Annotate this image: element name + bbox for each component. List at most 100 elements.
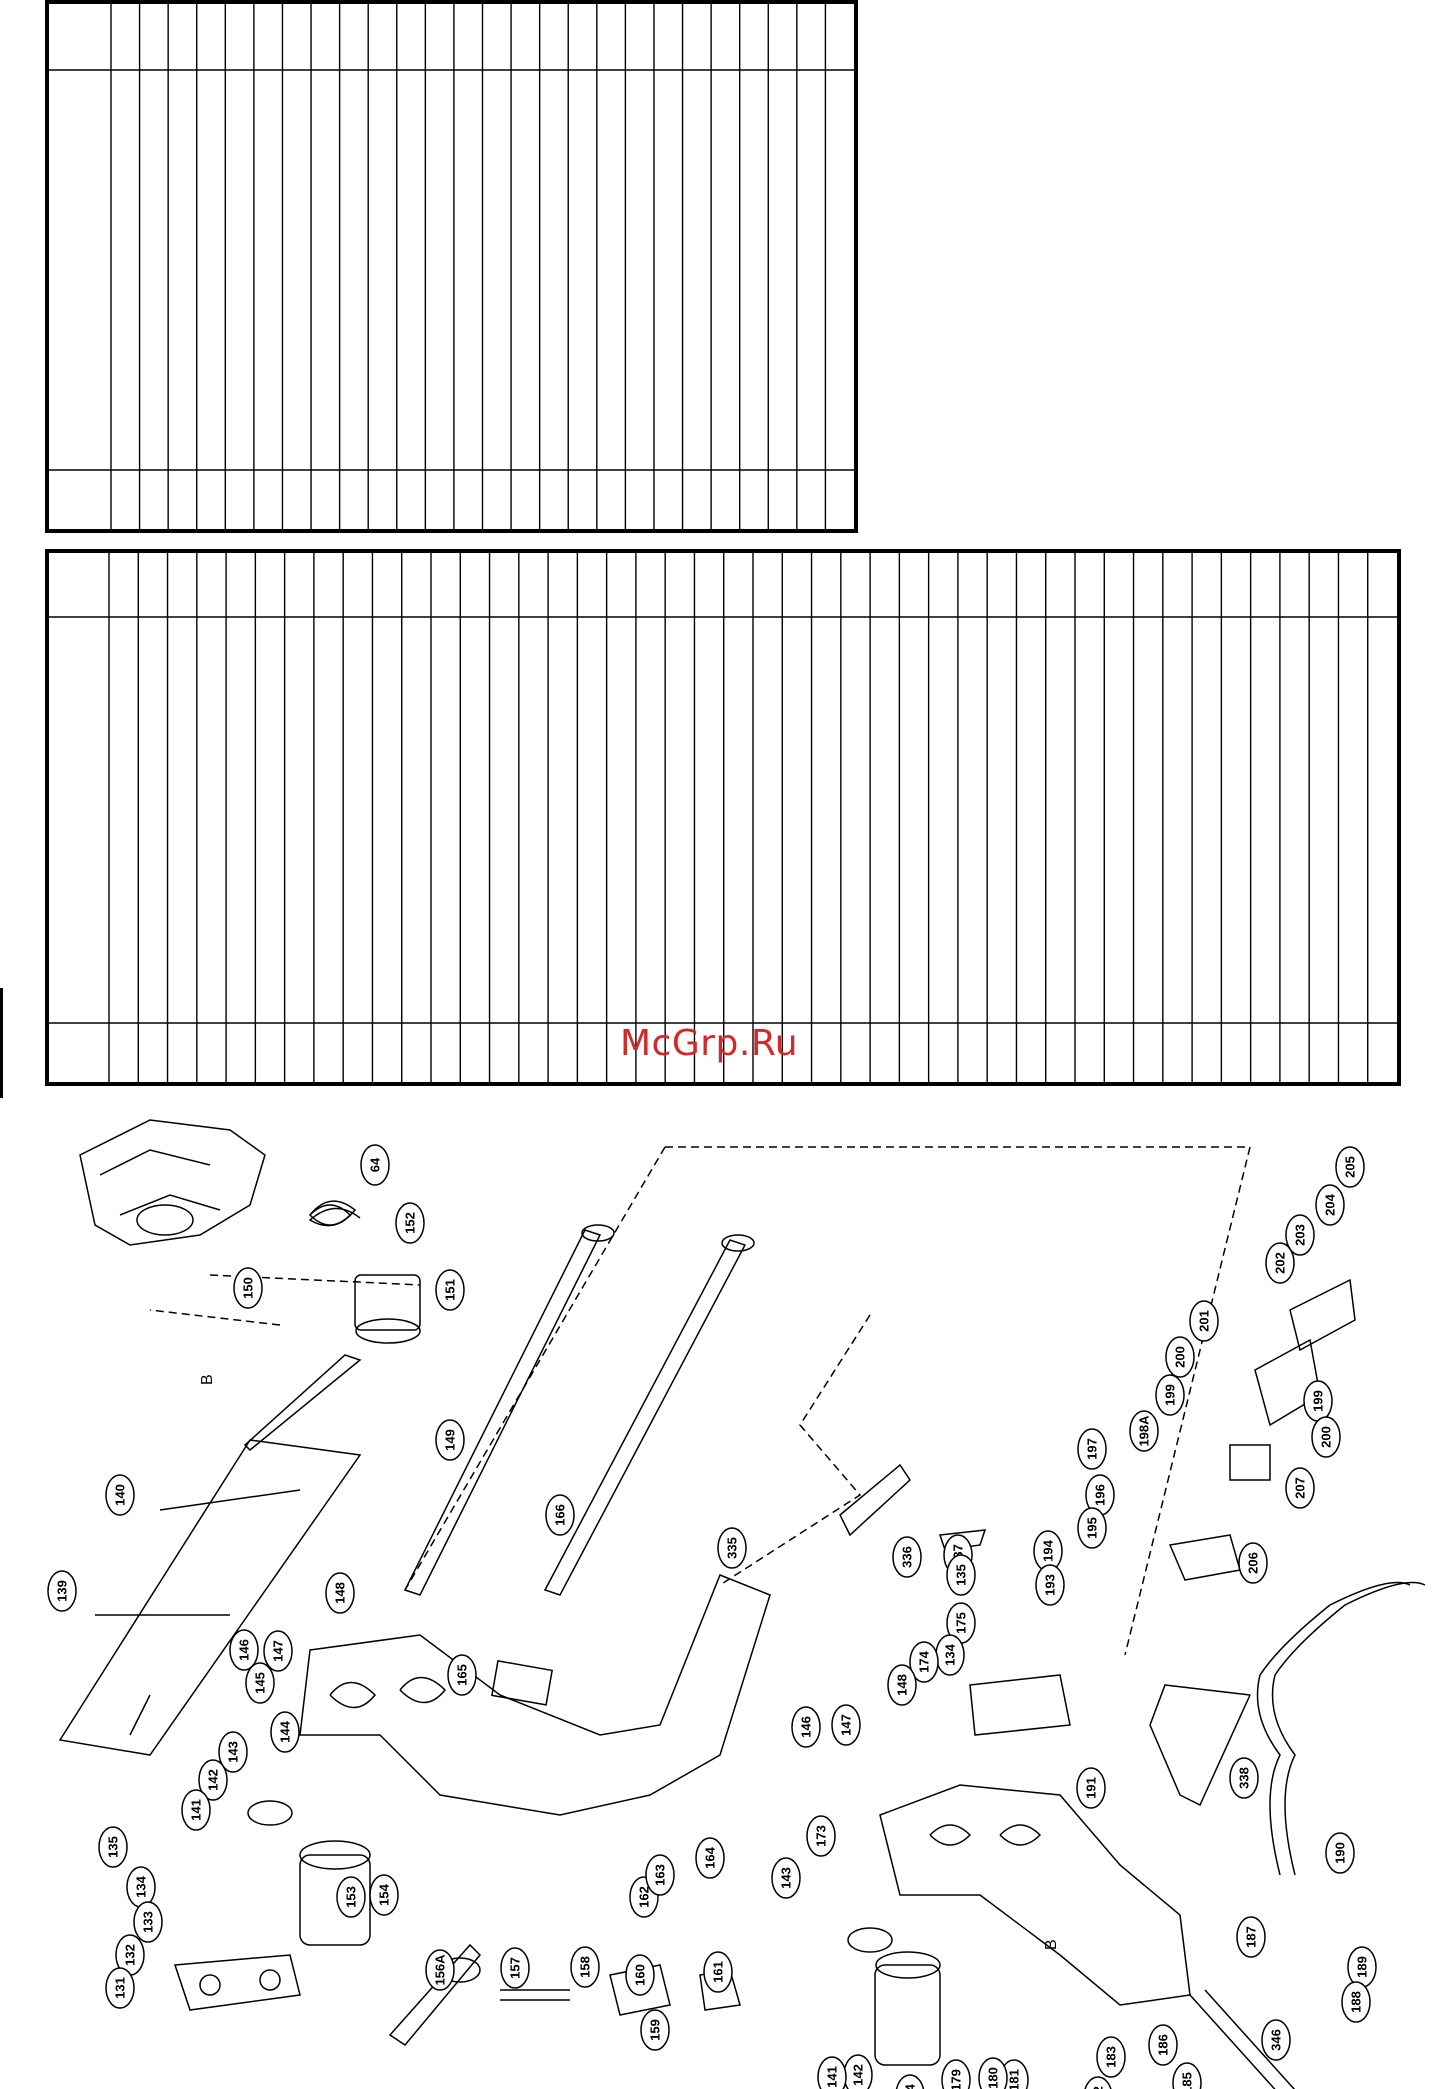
callout-bubble: 190 <box>1325 1832 1355 1874</box>
callout-number: 190 <box>1333 1842 1348 1864</box>
callout-number: 151 <box>443 1279 458 1301</box>
bushing <box>354 1274 421 1331</box>
callout-number: 149 <box>443 1429 458 1451</box>
callout-bubble: 199 <box>1155 1374 1185 1416</box>
callout-bubble: 195 <box>1077 1507 1107 1549</box>
callout-bubble: 145 <box>245 1662 275 1704</box>
callout-bubble: 189 <box>1347 1946 1377 1988</box>
callout-number: 141 <box>825 2066 840 2088</box>
callout-bubble: 207 <box>1285 1467 1315 1509</box>
callout-number: 207 <box>1293 1477 1308 1499</box>
callout-bubble: 197 <box>1077 1428 1107 1470</box>
callout-number: 166 <box>553 1504 568 1526</box>
callout-number: 134 <box>134 1875 149 1897</box>
callout-bubble: 64 <box>360 1144 390 1186</box>
callout-bubble: 163 <box>645 1854 675 1896</box>
callout-number: 179 <box>949 2069 964 2089</box>
callout-number: 139 <box>55 1580 70 1602</box>
callout-number: 338 <box>1237 1767 1252 1789</box>
callout-number: 146 <box>799 1716 814 1738</box>
callout-number: 161 <box>711 1961 726 1983</box>
callout-number: 175 <box>954 1612 969 1634</box>
callout-bubble: 134 <box>935 1634 965 1676</box>
callout-number: 135 <box>954 1564 969 1586</box>
blade-guard <box>243 1354 362 1452</box>
callout-number: 182 <box>1091 2086 1106 2089</box>
callout-bubble: 203 <box>1285 1214 1315 1256</box>
callout-number: 142 <box>206 1769 221 1791</box>
callout-bubble: 142 <box>198 1759 228 1801</box>
rail-149 <box>403 1229 602 1596</box>
callout-bubble: 143 <box>771 1857 801 1899</box>
callout-number: 147 <box>839 1714 854 1736</box>
callout-number: 162 <box>637 1886 652 1908</box>
callout-bubble: 165 <box>447 1654 477 1696</box>
callout-number: 187 <box>1244 1926 1259 1948</box>
callout-number: 145 <box>253 1672 268 1694</box>
callout-bubble: 166 <box>545 1494 575 1536</box>
callout-number: 183 <box>1104 2046 1119 2068</box>
callout-bubble: 196 <box>1085 1474 1115 1516</box>
callout-number: 185 <box>1180 2072 1195 2089</box>
callout-bubble: 187 <box>1236 1916 1266 1958</box>
torsion-spring <box>308 1200 361 1227</box>
callout-bubble: 144 <box>270 1711 300 1753</box>
callout-bubble: 191 <box>1076 1767 1106 1809</box>
callout-number: 165 <box>455 1664 470 1686</box>
callout-bubble: 338 <box>1229 1757 1259 1799</box>
callout-number: 147 <box>271 1640 286 1662</box>
callout-bubble: 144 <box>895 2074 925 2089</box>
callout-bubble: 147 <box>831 1704 861 1746</box>
parts-table-top <box>45 0 858 533</box>
callout-bubble: 148 <box>325 1572 355 1614</box>
callout-number: 143 <box>226 1741 241 1763</box>
callout-number: 148 <box>895 1674 910 1696</box>
callout-bubble: 140 <box>105 1474 135 1516</box>
callout-number: 335 <box>725 1537 740 1559</box>
callout-number: 198A <box>1137 1415 1152 1447</box>
callout-bubble: 198A <box>1129 1410 1159 1452</box>
arm-casting <box>299 1574 771 1816</box>
cover-plate <box>1289 1278 1356 1352</box>
arm-casting-right <box>879 1784 1191 2006</box>
callout-bubble: 131 <box>105 1967 135 2009</box>
callout-bubble: 158 <box>570 1946 600 1988</box>
margin-rule <box>0 988 3 1098</box>
callout-bubble: 183 <box>1096 2036 1126 2078</box>
callout-bubble: 185 <box>1172 2062 1202 2089</box>
parts-table-bottom <box>45 549 1401 1086</box>
callout-number: 205 <box>1343 1156 1358 1178</box>
callout-bubble: 146 <box>229 1629 259 1671</box>
callout-number: 199 <box>1311 1390 1326 1412</box>
callout-number: 163 <box>653 1864 668 1886</box>
callout-number: 180 <box>986 2067 1001 2089</box>
callout-bubble: 154 <box>369 1874 399 1916</box>
callout-bubble: 202 <box>1265 1242 1295 1284</box>
callout-number: 193 <box>1043 1574 1058 1596</box>
callout-number: 153 <box>344 1886 359 1908</box>
callout-number: 146 <box>237 1639 252 1661</box>
callout-bubble: 139 <box>47 1570 77 1612</box>
callout-bubble: 156A <box>425 1949 455 1991</box>
callout-number: 160 <box>633 1964 648 1986</box>
callout-number: 174 <box>917 1650 932 1672</box>
callout-number: 202 <box>1273 1252 1288 1274</box>
callout-bubble: 141 <box>817 2056 847 2089</box>
callout-bubble: 346 <box>1261 2019 1291 2061</box>
callout-bubble: 194 <box>1033 1530 1063 1572</box>
callout-bubble: 134 <box>126 1866 156 1908</box>
callout-number: 194 <box>1041 1539 1056 1561</box>
callout-bubble: 147 <box>263 1630 293 1672</box>
callout-number: 135 <box>106 1836 121 1858</box>
housing-fragment <box>79 1119 266 1246</box>
callout-number: 186 <box>1156 2034 1171 2056</box>
callout-number: 195 <box>1085 1517 1100 1539</box>
callout-number: 64 <box>368 1157 383 1172</box>
callout-number: 200 <box>1319 1426 1334 1448</box>
label-plate <box>491 1660 554 1706</box>
table-grid-bottom <box>49 553 1397 1082</box>
table-grid-top <box>49 4 854 529</box>
callout-number: 196 <box>1093 1484 1108 1506</box>
callout-number: 201 <box>1197 1310 1212 1332</box>
